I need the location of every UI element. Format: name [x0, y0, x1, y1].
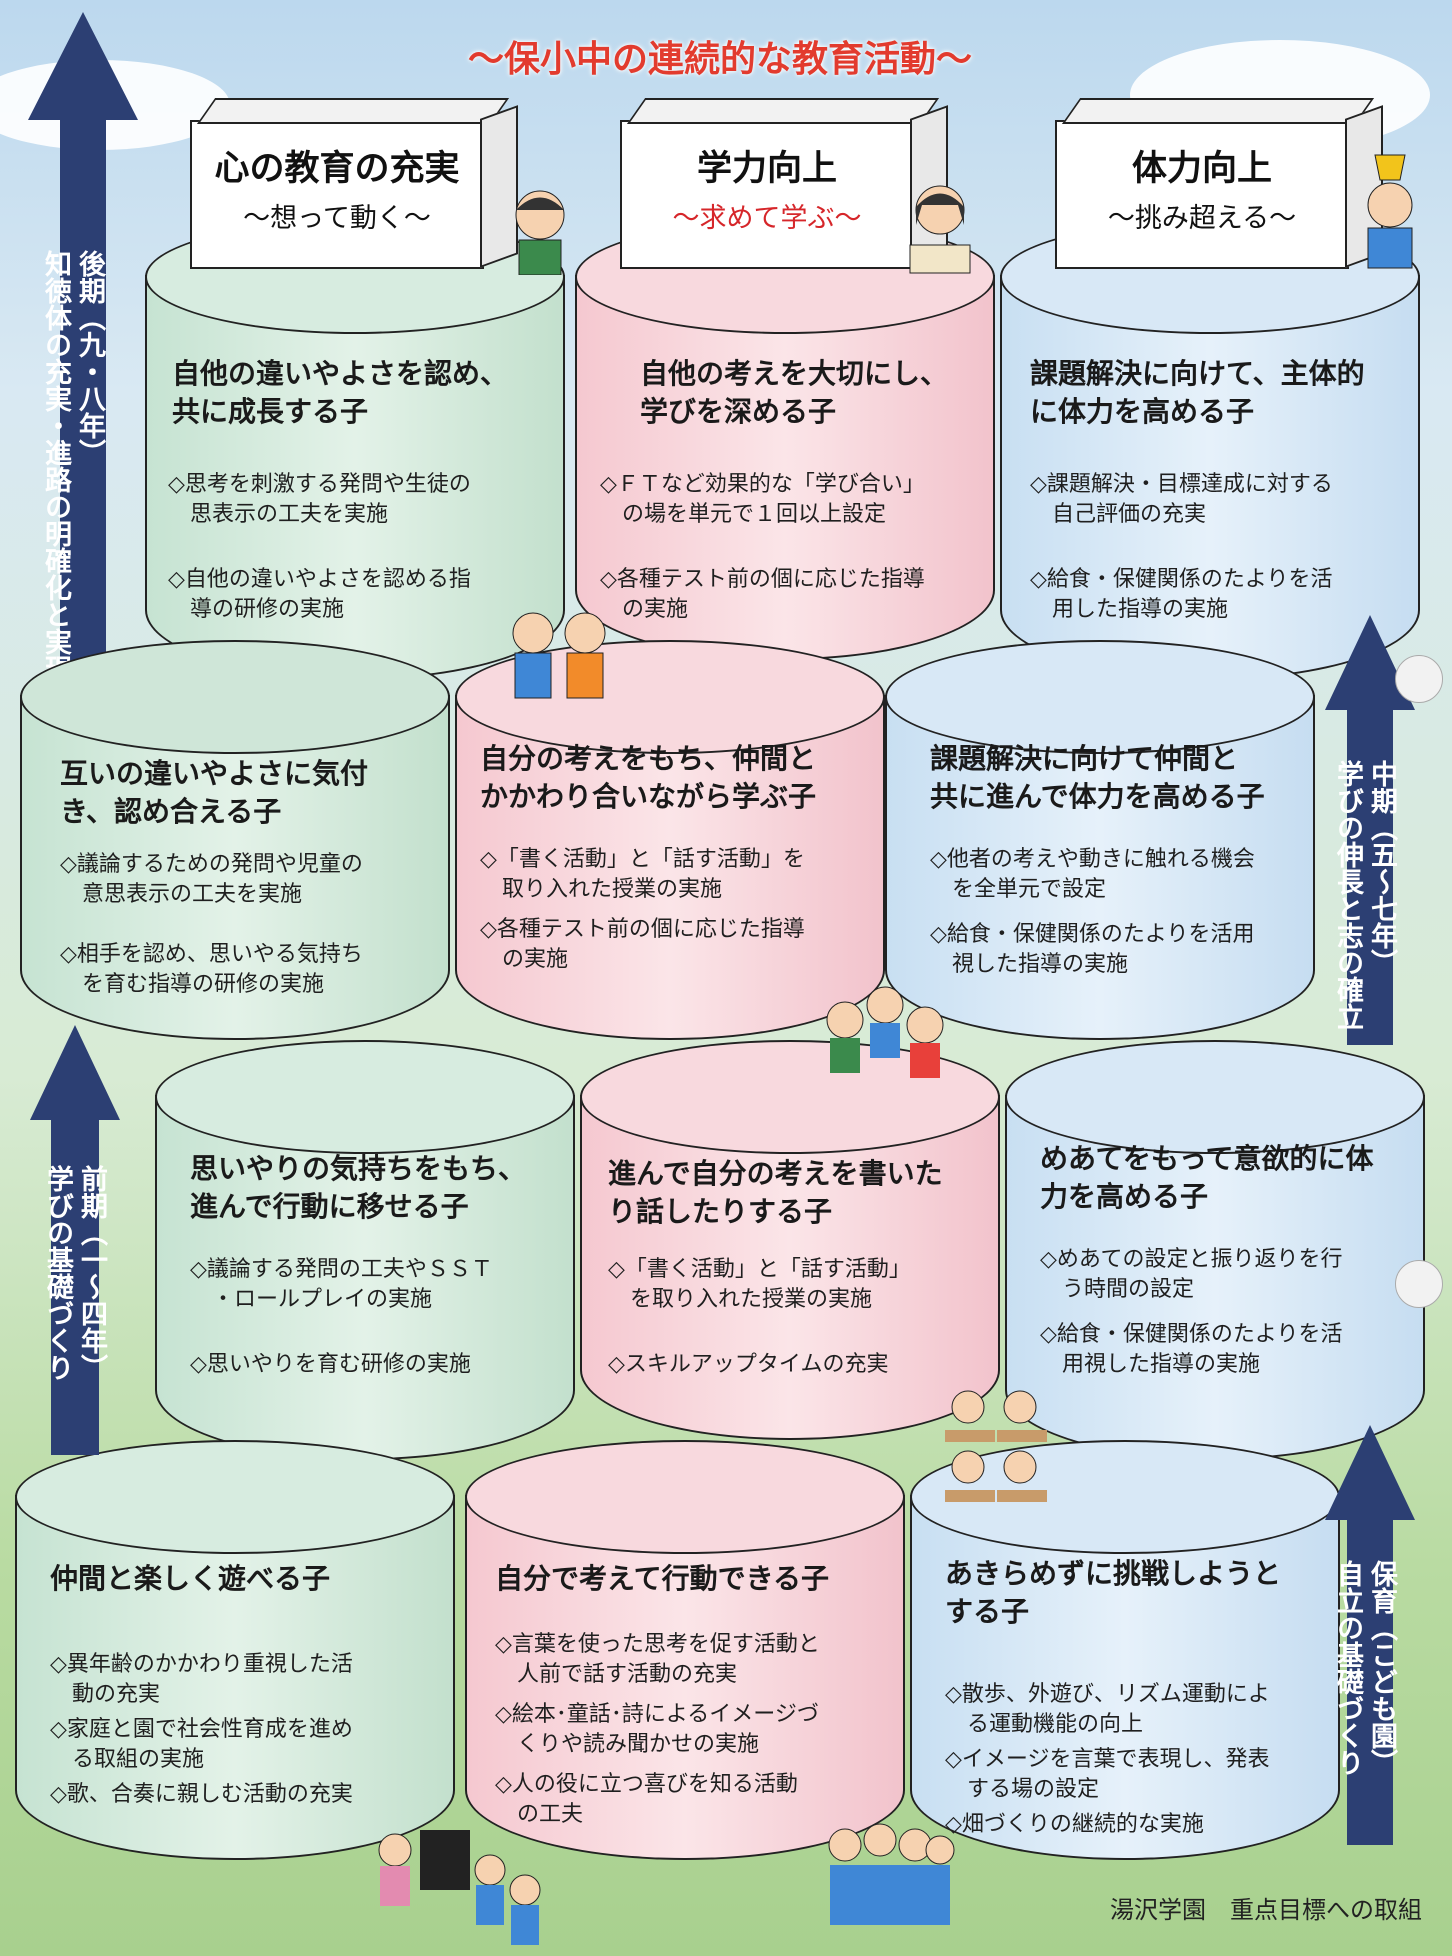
- goal-item-r1c1-1: ◇思考を刺激する発問や生徒の 思表示の工夫を実施: [168, 472, 471, 527]
- goal-item-r2c2-2: ◇各種テスト前の個に応じた指導 の実施: [480, 917, 805, 972]
- middle-stage-name: 中期（五～七年）: [1366, 760, 1397, 976]
- group-children-illustration: [828, 1823, 955, 1925]
- arrow-middle: [1325, 615, 1415, 1045]
- header-box-physical-sub: ～挑み超える～: [1107, 203, 1297, 234]
- goal-item-r1c3-1: ◇課題解決・目標達成に対する 自己評価の充実: [1030, 472, 1333, 527]
- header-box-academic-title: 学力向上: [696, 149, 837, 189]
- goal-item-r4c2-1: ◇言葉を使った思考を促す活動と 人前で話す活動の充実: [495, 1632, 820, 1687]
- late-stage-desc: 知徳体の充実・進路の明確化と実現: [40, 250, 71, 682]
- cylinder-row3-col1: [155, 1040, 575, 1460]
- goal-title-r2c3: 課題解決に向けて仲間と 共に進んで体力を高める子: [930, 742, 1265, 813]
- goal-item-r4c3-2: ◇イメージを言葉で表現し、発表 する場の設定: [945, 1747, 1270, 1802]
- cylinder-row3-col2: [580, 1040, 1000, 1440]
- header-box-physical: 体力向上 ～挑み超える～: [1055, 98, 1383, 269]
- cylinder-row2-col2: [455, 640, 885, 1040]
- cylinder-row4-col1: [15, 1440, 455, 1860]
- header-box-academic: 学力向上 ～求めて学ぶ～: [620, 98, 948, 269]
- header-box-heart: 心の教育の充実 ～想って動く～: [190, 98, 518, 269]
- arrow-early: [30, 1025, 120, 1455]
- goal-title-r1c1: 自他の違いやよさを認め、 共に成長する子: [172, 357, 509, 428]
- child-illustration: [515, 190, 565, 275]
- early-stage-desc: 学びの基礎づくり: [42, 1165, 73, 1381]
- goal-item-r2c3-1: ◇他者の考えや動きに触れる機会 を全単元で設定: [930, 847, 1255, 902]
- punch-hole: [1395, 1260, 1443, 1308]
- goal-item-r1c2-1: ◇ＦＴなど効果的な「学び合い」 の場を単元で１回以上設定: [600, 472, 925, 527]
- late-stage-label: 後期（九・八年） 知徳体の充実・進路の明確化と実現: [38, 250, 106, 690]
- goal-item-r1c2-2: ◇各種テスト前の個に応じた指導 の実施: [600, 567, 925, 622]
- nursery-stage-desc: 自立の基礎づくり: [1332, 1560, 1363, 1776]
- goal-title-r4c2: 自分で考えて行動できる子: [495, 1562, 830, 1595]
- cylinder-row2-col1: [20, 640, 450, 1040]
- goal-item-r3c3-1: ◇めあての設定と振り返りを行 う時間の設定: [1040, 1247, 1343, 1302]
- cylinder-row3-col3: [1005, 1040, 1425, 1460]
- goal-item-r1c3-2: ◇給食・保健関係のたよりを活 用した指導の実施: [1030, 567, 1333, 622]
- goal-item-r3c3-2: ◇給食・保健関係のたよりを活 用視した指導の実施: [1040, 1322, 1343, 1377]
- header-box-academic-sub: ～求めて学ぶ～: [672, 203, 862, 234]
- header-box-physical-title: 体力向上: [1131, 149, 1272, 189]
- late-stage-name: 後期（九・八年）: [74, 250, 105, 466]
- goal-item-r3c1-1: ◇議論する発問の工夫やＳＳＴ ・ロールプレイの実施: [190, 1257, 493, 1312]
- arrow-late: [28, 12, 138, 690]
- goal-title-r2c1: 互いの違いやよさに気付 き、認め合える子: [60, 757, 369, 828]
- trophy-child-illustration: [1367, 154, 1413, 269]
- goal-item-r2c3-2: ◇給食・保健関係のたよりを活用 視した指導の実施: [930, 922, 1255, 977]
- subtitle: ～保小中の連続的な教育活動～: [467, 39, 972, 80]
- goal-item-r3c2-1: ◇「書く活動」と「話す活動」 を取り入れた授業の実施: [608, 1257, 911, 1312]
- middle-stage-label: 中期（五～七年） 学びの伸長と志の確立: [1330, 760, 1398, 1060]
- arrow-nursery: [1325, 1425, 1415, 1845]
- goal-title-r4c3: あきらめずに挑戦しようと する子: [945, 1557, 1282, 1628]
- children-talking-illustration: [512, 612, 606, 699]
- goal-title-r1c3: 課題解決に向けて、主体的 に体力を高める子: [1030, 357, 1365, 428]
- early-stage-label: 前期（一～四年） 学びの基礎づくり: [40, 1165, 108, 1465]
- goal-item-r2c1-1: ◇議論するための発問や児童の 意思表示の工夫を実施: [60, 852, 363, 907]
- goal-item-r4c1-1: ◇異年齢のかかわり重視した活 動の充実: [50, 1652, 353, 1707]
- goal-item-r4c3-3: ◇畑づくりの継続的な実施: [945, 1812, 1204, 1837]
- goal-item-r4c1-3: ◇歌、合奏に親しむ活動の充実: [50, 1782, 353, 1807]
- children-playing-illustration: [826, 986, 944, 1078]
- header-box-heart-title: 心の教育の充実: [214, 149, 460, 189]
- punch-hole: [1395, 655, 1443, 703]
- goal-title-r2c2: 自分の考えをもち、仲間と かかわり合いながら学ぶ子: [480, 742, 817, 813]
- goal-title-r3c1: 思いやりの気持ちをもち、 進んで行動に移せる子: [190, 1152, 527, 1223]
- cylinder-row1-col2: [575, 220, 995, 660]
- goal-item-r2c1-2: ◇相手を認め、思いやる気持ち を育む指導の研修の実施: [60, 942, 363, 997]
- goal-item-r1c1-2: ◇自他の違いやよさを認める指 導の研修の実施: [168, 567, 471, 622]
- goal-item-r4c2-2: ◇絵本･童話･詩によるイメージづ くりや読み聞かせの実施: [495, 1702, 819, 1757]
- goal-item-r4c2-3: ◇人の役に立つ喜びを知る活動 の工夫: [495, 1772, 798, 1827]
- cylinder-row1-col3: [1000, 220, 1420, 680]
- early-stage-name: 前期（一～四年）: [76, 1165, 107, 1381]
- header-box-heart-sub: ～想って動く～: [243, 203, 431, 234]
- music-children-illustration: [378, 1830, 541, 1945]
- goal-item-r3c2-2: ◇スキルアップタイムの充実: [608, 1352, 889, 1377]
- goal-title-r3c3: めあてをもって意欲的に体 力を高める子: [1040, 1142, 1374, 1213]
- footer-caption: 湯沢学園 重点目標への取組: [1110, 1896, 1422, 1924]
- goal-title-r4c1: 仲間と楽しく遊べる子: [50, 1562, 331, 1595]
- goal-item-r3c1-2: ◇思いやりを育む研修の実施: [190, 1352, 471, 1377]
- goal-item-r4c3-1: ◇散歩、外遊び、リズム運動によ る運動機能の向上: [945, 1682, 1270, 1737]
- goal-title-r3c2: 進んで自分の考えを書いた り話したりする子: [608, 1157, 943, 1228]
- middle-stage-desc: 学びの伸長と志の確立: [1332, 760, 1363, 1030]
- cylinder-row4-col2: [465, 1440, 905, 1860]
- nursery-stage-name: 保育（こども園）: [1366, 1560, 1397, 1776]
- nursery-stage-label: 保育（こども園） 自立の基礎づくり: [1330, 1560, 1398, 1850]
- goal-item-r2c2-1: ◇「書く活動」と「話す活動」を 取り入れた授業の実施: [480, 847, 805, 902]
- goal-title-r1c2: 自他の考えを大切にし、 学びを深める子: [640, 357, 949, 428]
- cylinder-row2-col3: [885, 640, 1315, 1040]
- goal-item-r4c1-2: ◇家庭と園で社会性育成を進め る取組の実施: [50, 1717, 353, 1772]
- child-illustration: [909, 185, 971, 274]
- classroom-children-illustration: [945, 1390, 1047, 1502]
